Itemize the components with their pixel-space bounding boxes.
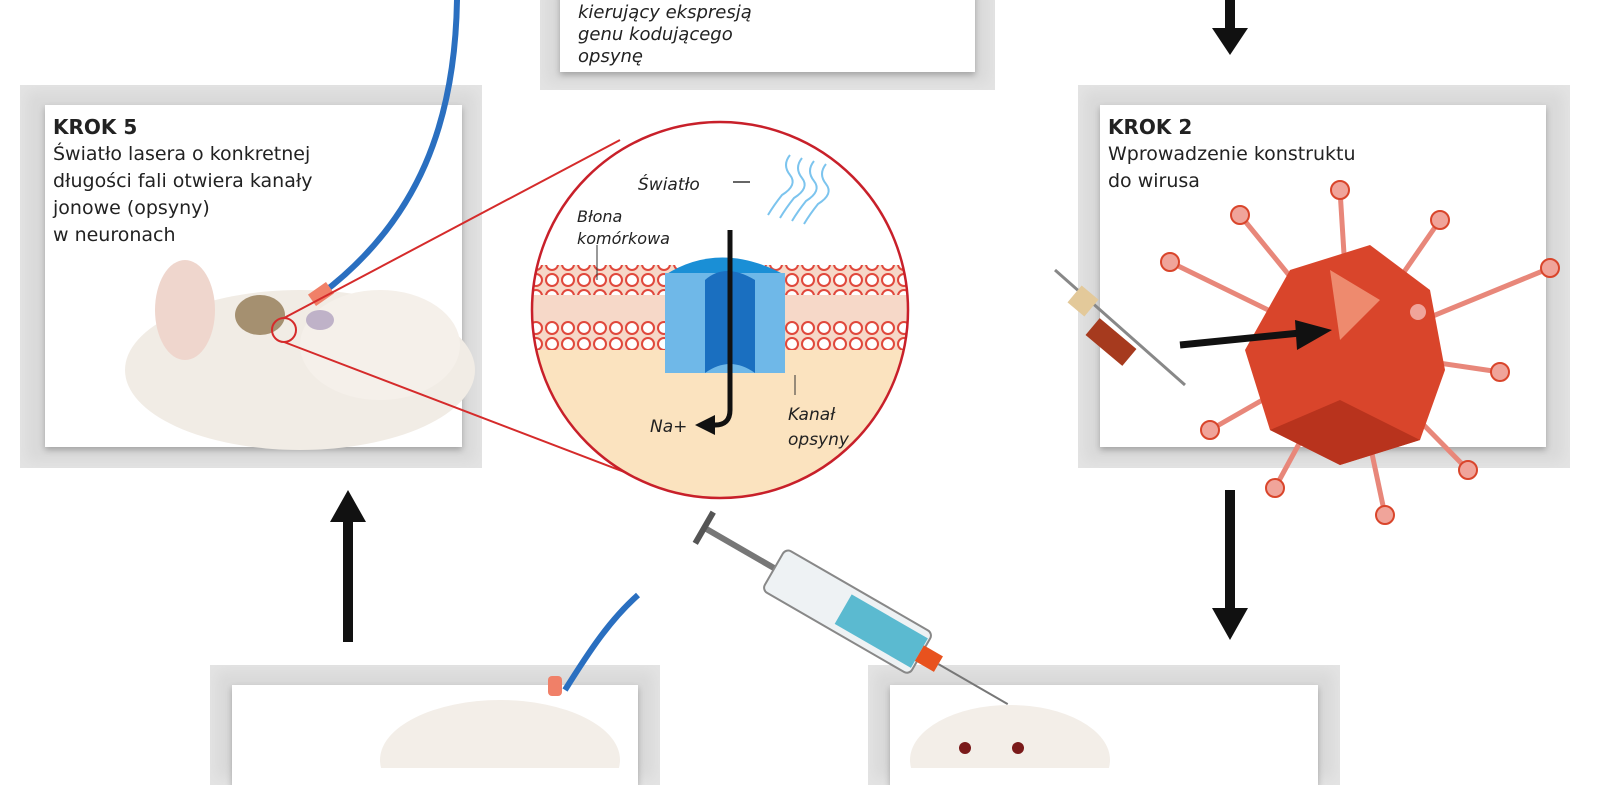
- step2-title: KROK 2: [1108, 115, 1193, 139]
- membrane-inset: Światło Błona komórkowa Na+ Kanał opsyny: [532, 122, 908, 498]
- arrow-up-left: [330, 490, 366, 642]
- step5-line: Światło lasera o konkretnej: [53, 143, 311, 165]
- step1-box: kierujący ekspresją genu kodującego opsy…: [560, 0, 975, 72]
- mouse-bottom-right: [910, 705, 1110, 768]
- step1-line: genu kodującego: [578, 24, 733, 45]
- label-channel: opsyny: [788, 430, 850, 450]
- step2-line: do wirusa: [1108, 170, 1200, 192]
- syringe-illustration: [692, 510, 1009, 705]
- mouse-head-illustration: [125, 260, 475, 450]
- label-membrane: komórkowa: [577, 229, 670, 248]
- arrow-down-right: [1212, 490, 1248, 640]
- label-channel: Kanał: [788, 405, 836, 425]
- diagram-graphics: Światło Błona komórkowa Na+ Kanał opsyny: [125, 0, 1560, 768]
- step5-title: KROK 5: [53, 115, 138, 139]
- label-ion: Na+: [650, 417, 687, 437]
- insert-arrow: [1179, 329, 1301, 349]
- step1-line: kierujący ekspresją: [578, 2, 752, 23]
- optical-fiber: [318, 0, 460, 298]
- virus-illustration: [1160, 180, 1560, 525]
- arrow-down-top-right: [1212, 0, 1248, 55]
- step2-line: Wprowadzenie konstruktu: [1108, 143, 1356, 165]
- step5-line: jonowe (opsyny): [53, 197, 210, 219]
- dna-construct-icon: [1054, 268, 1186, 387]
- label-light: Światło: [638, 173, 700, 195]
- step5-line: długości fali otwiera kanały: [53, 170, 313, 192]
- step5-line: w neuronach: [53, 224, 176, 246]
- step1-line: opsynę: [578, 46, 643, 67]
- mouse-bottom-left: [380, 700, 620, 768]
- label-membrane: Błona: [577, 207, 622, 226]
